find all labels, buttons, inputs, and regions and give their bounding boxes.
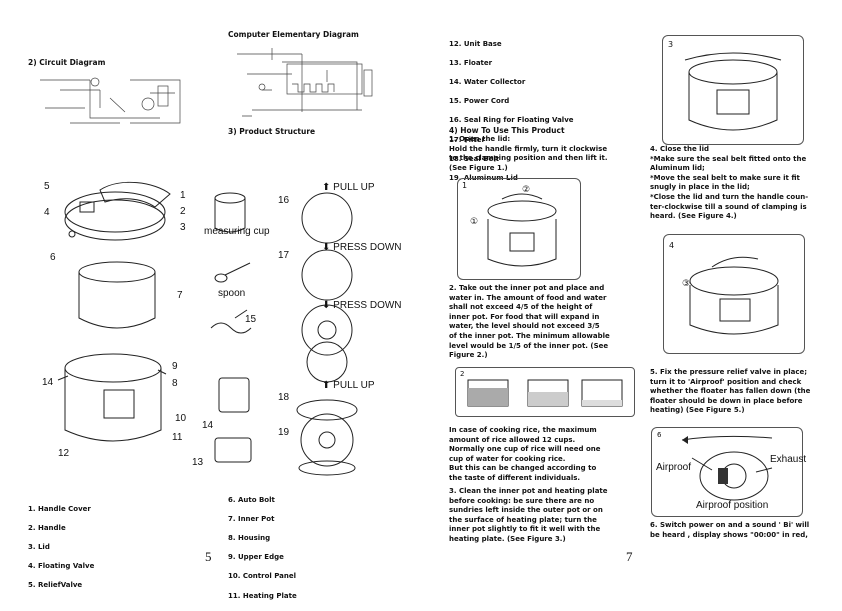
label-10: 10: [175, 413, 187, 424]
figure-4: 4 ③: [663, 234, 805, 354]
figure-4-drawing: [689, 256, 779, 335]
label-5: 5: [44, 181, 50, 192]
product-structure-heading: 3) Product Structure: [228, 127, 316, 136]
accessory-illustrations: [210, 192, 252, 463]
pull-up-label: ⬆ PULL UP: [322, 182, 375, 193]
pull-up-label-2: ⬆ PULL UP: [322, 380, 375, 391]
figure-6: 6 Airproof Exhaust Airproof position: [651, 427, 807, 517]
label-4: 4: [44, 207, 50, 218]
figure-1-drawing: [487, 193, 557, 267]
page-number-right: 7: [626, 549, 633, 564]
step-6-text: 6. Switch power on and a sound ' Bi' wil…: [650, 521, 810, 539]
step-2-text: 2. Take out the inner pot and place and …: [449, 284, 610, 360]
label-17: 17: [278, 250, 290, 261]
step-1-text: 1. Open the lid: Hold the handle firmly,…: [449, 135, 608, 172]
computer-elementary-diagram: [237, 48, 373, 117]
figure-3-number: 3: [668, 40, 674, 49]
step-3-text: 3. Clean the inner pot and heating plate…: [449, 487, 608, 543]
valve-assembly-illustrations: [296, 192, 358, 476]
exhaust-label: Exhaust: [770, 454, 807, 465]
label-16: 16: [278, 195, 290, 206]
elementary-diagram-heading: Computer Elementary Diagram: [228, 30, 359, 39]
label-6: 6: [50, 252, 56, 263]
label-12: 12: [58, 448, 70, 459]
figure-2-number: 2: [460, 370, 465, 378]
label-1: 1: [180, 190, 186, 201]
label-7: 7: [177, 290, 183, 301]
label-9: 9: [172, 361, 178, 372]
circuit-diagram-heading: 2) Circuit Diagram: [28, 58, 106, 67]
label-19: 19: [278, 427, 290, 438]
parts-list-col2: 6. Auto Bolt 7. Inner Pot 8. Housing 9. …: [228, 495, 297, 600]
figure-4-marker-3: ③: [682, 279, 691, 289]
label-8: 8: [172, 378, 178, 389]
inner-pot-illustration: [78, 261, 156, 329]
label-measuring-cup: measuring cup: [204, 226, 270, 237]
page-number-left: 5: [205, 549, 212, 564]
airproof-label: Airproof: [656, 462, 692, 473]
circuit-diagram: [40, 77, 181, 124]
figure-2: 2: [455, 367, 635, 417]
press-down-label: ⬇ PRESS DOWN: [322, 242, 402, 253]
figure-3: 3: [662, 35, 804, 145]
airproof-position-label: Airproof position: [696, 500, 769, 511]
lid-illustration: [64, 181, 171, 241]
parts-list-col1: 1. Handle Cover 2. Handle 3. Lid 4. Floa…: [28, 504, 95, 590]
label-14b: 14: [202, 420, 214, 431]
label-18: 18: [278, 392, 290, 403]
figure-1-number: 1: [462, 181, 468, 190]
figure-1: 1 ② ①: [457, 178, 581, 280]
step-4-text: 4. Close the lid *Make sure the seal bel…: [650, 145, 809, 221]
figure-3-drawing: [684, 52, 782, 131]
label-15: 15: [245, 314, 257, 325]
figure-6-number: 6: [657, 431, 662, 439]
press-down-label-2: ⬇ PRESS DOWN: [322, 300, 402, 311]
housing-illustration: [57, 353, 167, 442]
label-11: 11: [172, 432, 183, 443]
label-13: 13: [192, 457, 204, 468]
how-to-use-heading: 4) How To Use This Product: [449, 126, 565, 135]
figure-2-drawing: [467, 379, 623, 407]
figure-4-number: 4: [669, 241, 675, 250]
step-5-text: 5. Fix the pressure relief valve in plac…: [650, 368, 811, 415]
label-3: 3: [180, 222, 186, 233]
figure-1-marker-1: ①: [470, 217, 479, 227]
figure-6-drawing: [681, 435, 773, 501]
figure-1-marker-2: ②: [522, 185, 531, 195]
label-spoon: spoon: [218, 288, 246, 299]
rice-note-text: In case of cooking rice, the maximum amo…: [449, 426, 601, 482]
label-2: 2: [180, 206, 186, 217]
parts-list-continued: 12. Unit Base 13. Floater 14. Water Coll…: [449, 39, 574, 182]
label-14: 14: [42, 377, 54, 388]
